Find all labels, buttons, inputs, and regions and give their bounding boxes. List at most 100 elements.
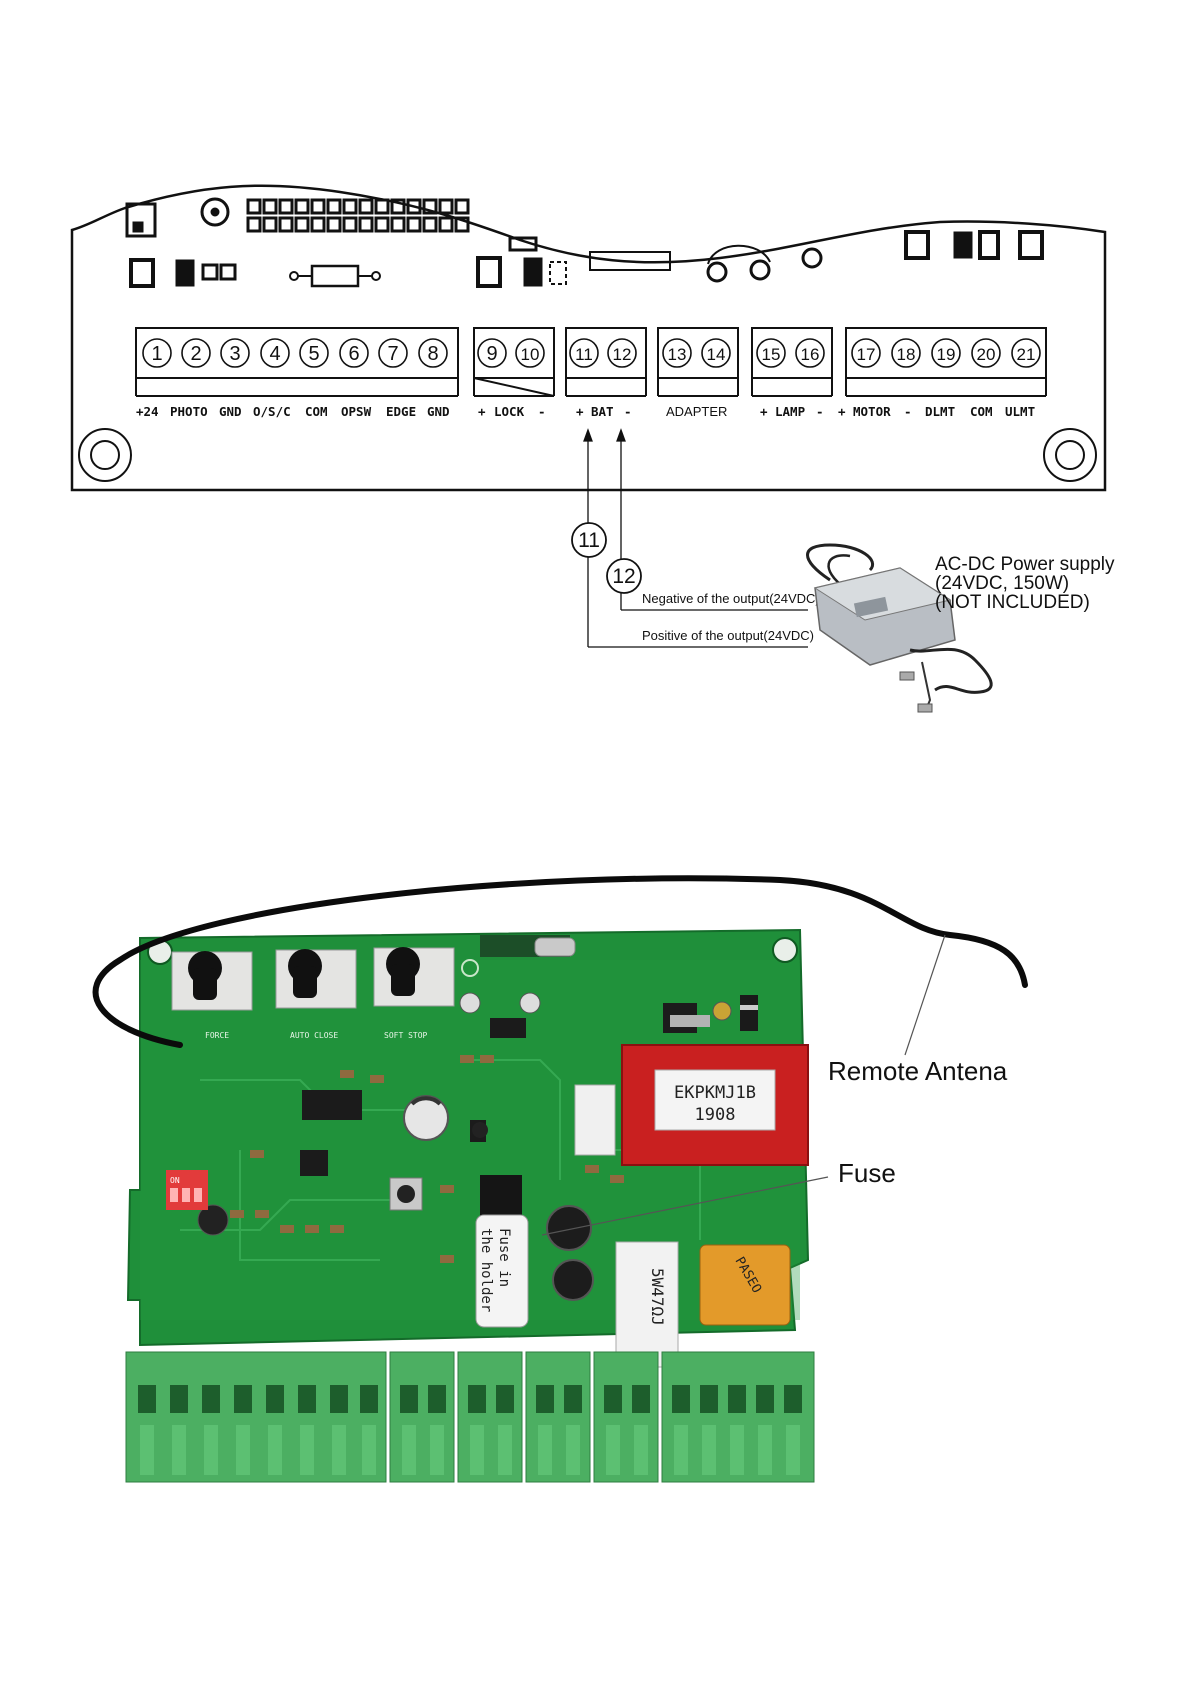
terminal-ridge — [786, 1425, 800, 1475]
pin-circle — [607, 338, 637, 368]
pin-number: 18 — [897, 345, 916, 364]
label-bat-minus: - — [624, 404, 632, 419]
photo-terminal-blocks — [125, 1351, 815, 1483]
pin-number: 14 — [707, 345, 726, 364]
terminal-slot — [400, 1385, 418, 1413]
header-pin — [438, 198, 454, 215]
wires — [583, 428, 808, 648]
terminal-ridge — [172, 1425, 186, 1475]
pin-circle — [260, 338, 290, 368]
pin-number: 15 — [762, 345, 781, 364]
label-lock: LOCK — [494, 404, 525, 419]
label-motor-plus: + — [838, 404, 846, 419]
pin-18: 18 — [891, 338, 921, 368]
label-bat: BAT — [591, 404, 614, 419]
terminal-slot — [728, 1385, 746, 1413]
pin-circle — [477, 338, 507, 368]
header-pin — [246, 216, 262, 233]
header-pin — [326, 216, 342, 233]
pin-14: 14 — [701, 338, 731, 368]
terminal-slot — [330, 1385, 348, 1413]
terminal-slot — [756, 1385, 774, 1413]
pin-circle — [971, 338, 1001, 368]
fuse-tag-line1: Fuse in — [496, 1228, 512, 1287]
pin-circle — [299, 338, 329, 368]
terminal-ridge — [300, 1425, 314, 1475]
label-gnd-a: GND — [219, 404, 242, 419]
terminal-ridge — [430, 1425, 444, 1475]
antenna-label: Remote Antena — [828, 1056, 1008, 1086]
label-gnd-b: GND — [427, 404, 450, 419]
relay-line2: 1908 — [695, 1105, 736, 1125]
pin-number: 10 — [521, 345, 540, 364]
knob-label-force: FORCE — [205, 1031, 229, 1040]
pin-number: 16 — [801, 345, 820, 364]
label-opsw: OPSW — [341, 404, 372, 419]
header-pin — [342, 198, 358, 215]
terminal-ridge — [634, 1425, 648, 1475]
terminal-blocks — [135, 327, 1047, 397]
pin-circle — [891, 338, 921, 368]
terminal-ridge — [730, 1425, 744, 1475]
pin-circle — [142, 338, 172, 368]
pin-circle — [515, 338, 545, 368]
pin-number: 20 — [977, 345, 996, 364]
terminal-ridge — [498, 1425, 512, 1475]
resistor-text: 5W47ΩJ — [648, 1268, 667, 1326]
terminal-slot — [202, 1385, 220, 1413]
label-lock-minus: - — [538, 404, 546, 419]
label-com-b: COM — [970, 404, 993, 419]
pin-number: 17 — [857, 345, 876, 364]
board-outline — [70, 184, 1107, 492]
terminal-slots — [138, 1385, 802, 1475]
pin-number: 19 — [937, 345, 956, 364]
pin-7: 7 — [378, 338, 408, 368]
pin-17: 17 — [851, 338, 881, 368]
pin-circle — [569, 338, 599, 368]
pin-16: 16 — [795, 338, 825, 368]
upper-components — [125, 197, 1044, 288]
header-pin — [342, 216, 358, 233]
terminal-ridge — [702, 1425, 716, 1475]
pin-circle — [1011, 338, 1041, 368]
terminal-slot — [784, 1385, 802, 1413]
label-motor-minus: - — [904, 404, 912, 419]
callout-11-text: 11 — [578, 529, 600, 552]
header-pin — [374, 198, 390, 215]
terminal-slot — [298, 1385, 316, 1413]
pin-circle — [756, 338, 786, 368]
pin-circle — [851, 338, 881, 368]
terminal-slot — [536, 1385, 554, 1413]
terminal-ridge — [758, 1425, 772, 1475]
pin-number: 9 — [486, 343, 497, 365]
terminal-slot — [234, 1385, 252, 1413]
header-pin — [358, 216, 374, 233]
terminal-slot — [672, 1385, 690, 1413]
terminal-slot — [138, 1385, 156, 1413]
label-lamp-minus: - — [816, 404, 824, 419]
terminal-ridge — [204, 1425, 218, 1475]
label-lamp-plus: + — [760, 404, 768, 419]
header-pin — [262, 198, 278, 215]
terminal-ridge — [332, 1425, 346, 1475]
header-pin — [390, 216, 406, 233]
pin-circle — [662, 338, 692, 368]
terminal-slot — [468, 1385, 486, 1413]
label-com-a: COM — [305, 404, 328, 419]
pin-9: 9 — [477, 338, 507, 368]
header-pin — [374, 216, 390, 233]
terminal-slot — [564, 1385, 582, 1413]
label-lamp: LAMP — [775, 404, 805, 419]
header-pin — [278, 216, 294, 233]
header-pin — [438, 216, 454, 233]
label-osc: O/S/C — [253, 404, 291, 419]
board-photo: FORCE AUTO CLOSE SOFT STOP — [92, 875, 1028, 1483]
terminal-slot — [604, 1385, 622, 1413]
pin-number: 11 — [575, 345, 593, 364]
pin-21: 21 — [1011, 338, 1041, 368]
header-pin — [422, 198, 438, 215]
label-dlmt: DLMT — [925, 404, 955, 419]
terminal-ridge — [402, 1425, 416, 1475]
